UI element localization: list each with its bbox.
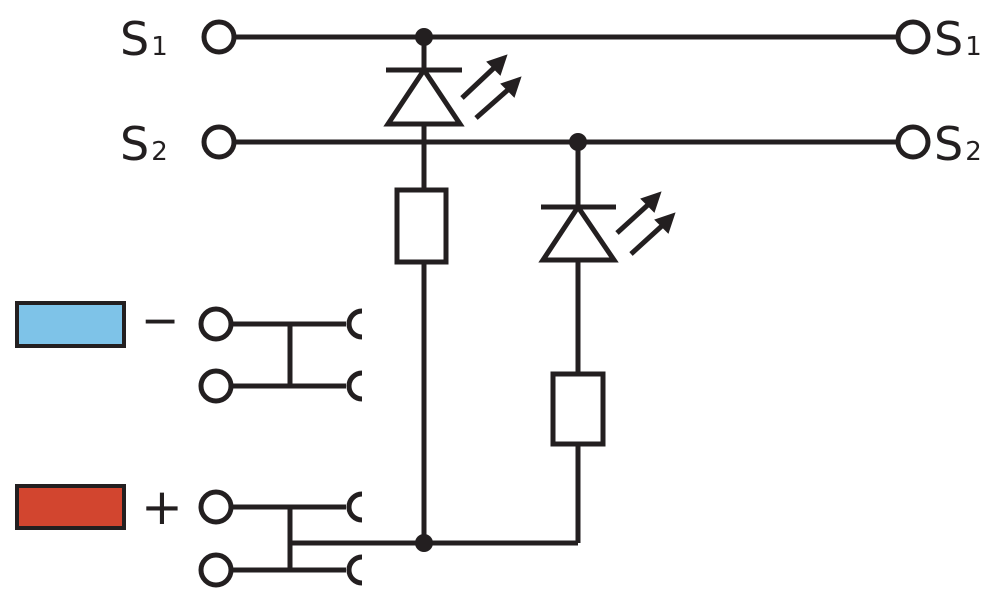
resistor-s2 [550, 371, 606, 447]
minus-color-block [15, 301, 126, 348]
plus-terminal-1[interactable] [198, 489, 234, 525]
plus-sign: + [141, 478, 183, 536]
s2-right-label: S2 [934, 117, 982, 171]
plus-terminal-wiring [231, 491, 424, 586]
plus-terminal-2[interactable] [198, 552, 234, 588]
junction-dot-s2 [569, 133, 587, 151]
resistor-s1 [394, 187, 449, 265]
plus-color-block [15, 484, 126, 530]
minus-sign: − [141, 293, 180, 347]
led-s1-icon [383, 65, 465, 127]
minus-terminal-2[interactable] [198, 368, 234, 404]
s1-right-terminal[interactable] [895, 19, 931, 55]
s2-left-label: S2 [120, 117, 168, 171]
s1-left-label: S1 [120, 12, 168, 66]
s1-left-terminal[interactable] [201, 19, 237, 55]
led-s1-light-arrows-icon [460, 54, 522, 120]
led-s2-light-arrows-icon [615, 191, 676, 256]
minus-clamp-top-icon [346, 308, 363, 340]
plus-clamp-bottom-icon [346, 554, 363, 586]
plus-clamp-top-icon [346, 491, 363, 523]
s2-left-terminal[interactable] [201, 124, 237, 160]
led-s2-icon [538, 202, 619, 263]
minus-terminal-1[interactable] [198, 306, 234, 342]
s2-right-terminal[interactable] [895, 124, 931, 160]
minus-terminal-wiring [231, 308, 363, 402]
minus-clamp-bottom-icon [346, 370, 363, 402]
s1-right-label: S1 [934, 12, 982, 66]
junction-dot-s1 [415, 28, 433, 46]
